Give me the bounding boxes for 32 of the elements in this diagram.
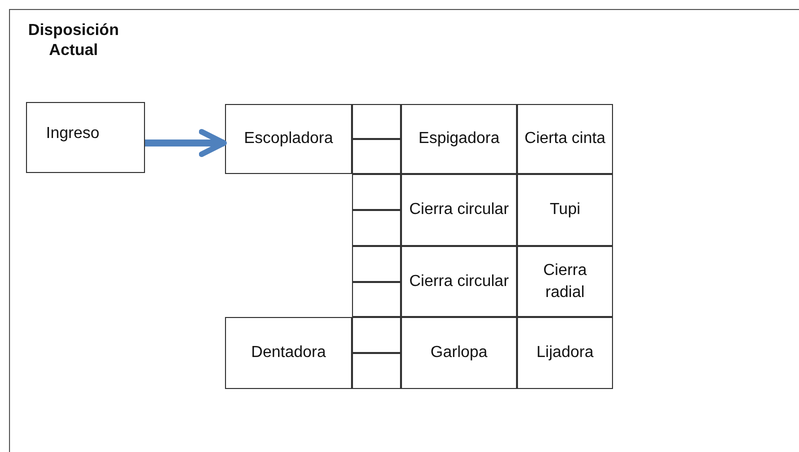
machine-box	[517, 246, 613, 317]
grid-cell	[352, 104, 401, 139]
machine-box	[517, 317, 613, 389]
machine-box	[401, 104, 517, 174]
machine-label: Espigadora	[418, 129, 500, 149]
machine-label: Cierra circular	[408, 272, 510, 292]
machine-label: Lijadora	[536, 343, 594, 363]
machine-box	[26, 102, 145, 173]
machine-label: Dentadora	[250, 343, 327, 363]
grid-cell	[352, 353, 401, 389]
machine-label: Garlopa	[430, 343, 488, 363]
machine-label: Cierta cinta	[524, 129, 606, 149]
grid-cell	[352, 210, 401, 246]
grid-cell	[352, 282, 401, 317]
machine-box	[401, 317, 517, 389]
grid-cell	[352, 174, 401, 210]
machine-label: Ingreso	[45, 124, 100, 144]
grid-cell	[352, 246, 401, 282]
machine-box	[517, 104, 613, 174]
machine-box	[225, 104, 352, 174]
machine-box	[517, 174, 613, 246]
machine-box	[401, 246, 517, 317]
diagram-title: Disposición Actual	[27, 21, 120, 61]
grid-cell	[352, 317, 401, 353]
machine-label: Escopladora	[243, 129, 334, 149]
machine-label: Tupi	[548, 200, 582, 220]
machine-label: Cierra radial	[542, 260, 588, 302]
machine-label: Cierra circular	[408, 200, 510, 220]
arrow	[145, 129, 227, 157]
machine-box	[401, 174, 517, 246]
machine-box	[225, 317, 352, 389]
grid-cell	[352, 139, 401, 174]
